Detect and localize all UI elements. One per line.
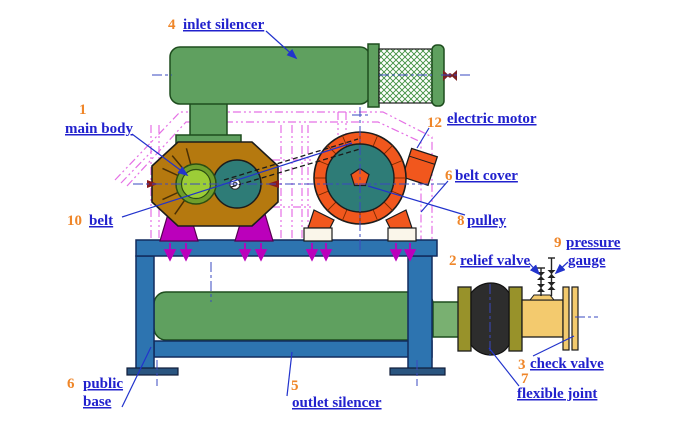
flex-joint-right-flange [508,286,523,352]
labels: 4 inlet silencer 1 main body 12 electric… [65,17,621,411]
motor-feet [303,209,417,242]
label-num-public-base: 6 [67,376,75,392]
left-foot-pad [126,367,179,376]
leader-pressure-gauge [554,261,569,275]
pressure-gauge-shape [547,257,556,296]
leader-relief-valve [528,262,541,276]
leader-flexible-joint [488,347,520,387]
label-num-outlet-silencer: 5 [291,378,299,394]
label-flexible-joint: flexible joint [517,386,597,402]
inlet-drop-pipe [189,99,228,138]
inlet-silencer-shape [169,43,457,149]
anchor-arrows [163,243,417,262]
inlet-tank [169,46,371,105]
label-public-base-line2: base [83,394,112,410]
relief-valve-shape [537,267,545,296]
leader-outlet-silencer [286,351,293,397]
frame-bottom-beam [153,340,433,358]
frame-right-post [407,255,433,371]
leader-belt-cover [420,180,449,213]
label-electric-motor: electric motor [447,111,537,127]
inlet-filter-mesh [378,48,433,104]
label-num-flexible-joint: 7 [521,371,529,387]
outlet-pipe-spool [521,299,564,338]
discharge-piping [457,257,579,356]
base-frame-shape [126,239,446,376]
label-belt: belt [89,213,113,229]
label-num-pressure-gauge: 9 [554,235,562,251]
label-relief-valve: relief valve [460,253,530,269]
label-num-belt: 10 [67,213,82,229]
label-public-base-line1: public [83,376,123,392]
label-num-inlet-silencer: 4 [168,17,176,33]
discharge-pipe-stub [432,301,460,338]
flex-joint-left-flange [457,286,472,352]
leader-lines [121,30,575,408]
label-pulley: pulley [467,213,507,229]
label-num-electric-motor: 12 [427,115,442,131]
belt-lines [223,138,361,188]
leader-belt [121,142,353,218]
check-valve-flange-b [571,286,579,351]
label-num-main-body: 1 [79,102,87,118]
frame-top-plate [135,239,438,257]
label-main-body: main body [65,121,133,137]
label-inlet-silencer: inlet silencer [183,17,265,33]
centerlines [133,74,598,386]
check-valve-flange-a [562,286,570,351]
leader-electric-motor [416,127,430,149]
label-num-pulley: 8 [457,213,465,229]
leader-inlet-silencer [265,30,298,60]
label-pressure-gauge-line1: pressure [566,235,621,251]
frame-left-post [135,255,155,371]
label-belt-cover: belt cover [455,168,518,184]
leader-pulley [367,185,466,216]
label-check-valve: check valve [530,356,604,372]
leader-check-valve [532,335,575,357]
label-num-check-valve: 3 [518,357,526,373]
leader-public-base [121,346,152,408]
leader-main-body [131,133,189,177]
label-num-relief-valve: 2 [449,253,457,269]
label-pressure-gauge-line2: gauge [568,253,606,269]
terminal-box [401,147,439,187]
label-num-belt-cover: 6 [445,168,453,184]
valve-boss [528,294,556,301]
label-outlet-silencer: outlet silencer [292,395,382,411]
